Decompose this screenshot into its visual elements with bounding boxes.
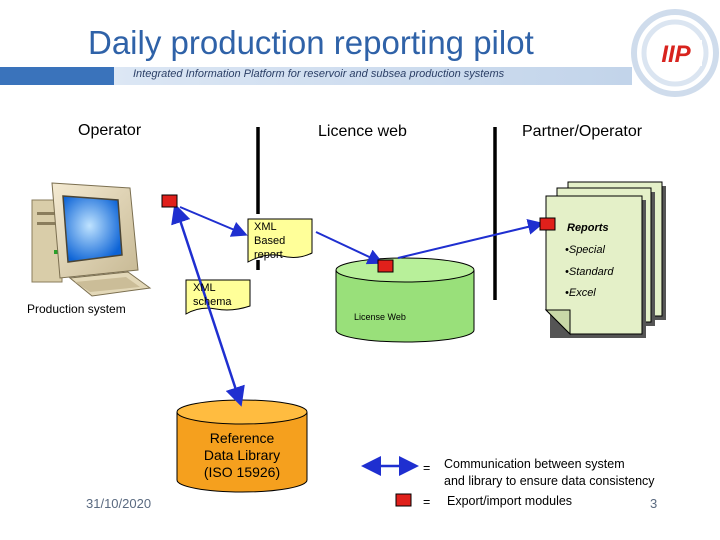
xml-report-line: XML [254,221,277,233]
xml-schema-line: XML [193,282,216,294]
reference-library-cylinder [176,399,308,493]
arrow-to-xml-report [179,206,248,237]
reference-library-label: Reference Data Library (ISO 15926) [182,430,302,481]
arrow-computer-to-library [171,203,245,407]
legend-arrow-line: Communication between system [444,457,625,471]
legend-module-text: Export/import modules [447,494,573,508]
legend-equals: = [423,495,431,509]
module-licence-web [377,259,394,273]
page-title: Daily production reporting pilot [88,24,534,61]
reports-document-stack [544,181,666,338]
reference-library-line: Data Library [203,447,281,463]
header-band [0,67,632,85]
xml-schema-line: schema [193,296,232,308]
legend-module-symbol [395,493,412,507]
licence-web-database [335,257,475,343]
licence-web-db-label: License Web [354,312,406,322]
arrow-db-to-reports [397,219,544,259]
arrow-report-to-db [315,231,384,265]
module-partner [539,217,556,231]
page-subtitle: Integrated Information Platform for rese… [133,68,505,80]
xml-report-line: Based [254,235,286,247]
column-operator-label: Operator [78,122,142,139]
footer-date: 31/10/2020 [86,496,152,511]
iip-logo-text: IIP [661,41,691,68]
production-system-label: Production system [27,302,126,316]
reports-item: •Standard [565,266,614,278]
iip-logo: IIP [631,9,719,97]
legend-arrow-text: Communication between system and library… [444,456,655,490]
legend-arrow-line: and library to ensure data consistency [444,474,655,488]
column-partner-operator-label: Partner/Operator [522,123,643,140]
reports-title: Reports [567,222,609,234]
reference-library-line: (ISO 15926) [203,464,281,480]
xml-report-label: XML Based report [254,220,285,262]
xml-report-line: report [254,249,283,261]
computer-icon [31,182,152,297]
xml-report-note [247,218,313,263]
legend-equals: = [423,461,431,475]
module-operator [161,194,178,208]
column-licence-web-label: Licence web [318,123,407,140]
xml-schema-label: XML schema [193,281,232,309]
reports-item: •Special [565,244,605,256]
page-number: 3 [650,496,658,511]
reference-library-line: Reference [209,430,275,446]
reports-item: •Excel [565,287,596,299]
header-band-accent [0,67,114,85]
